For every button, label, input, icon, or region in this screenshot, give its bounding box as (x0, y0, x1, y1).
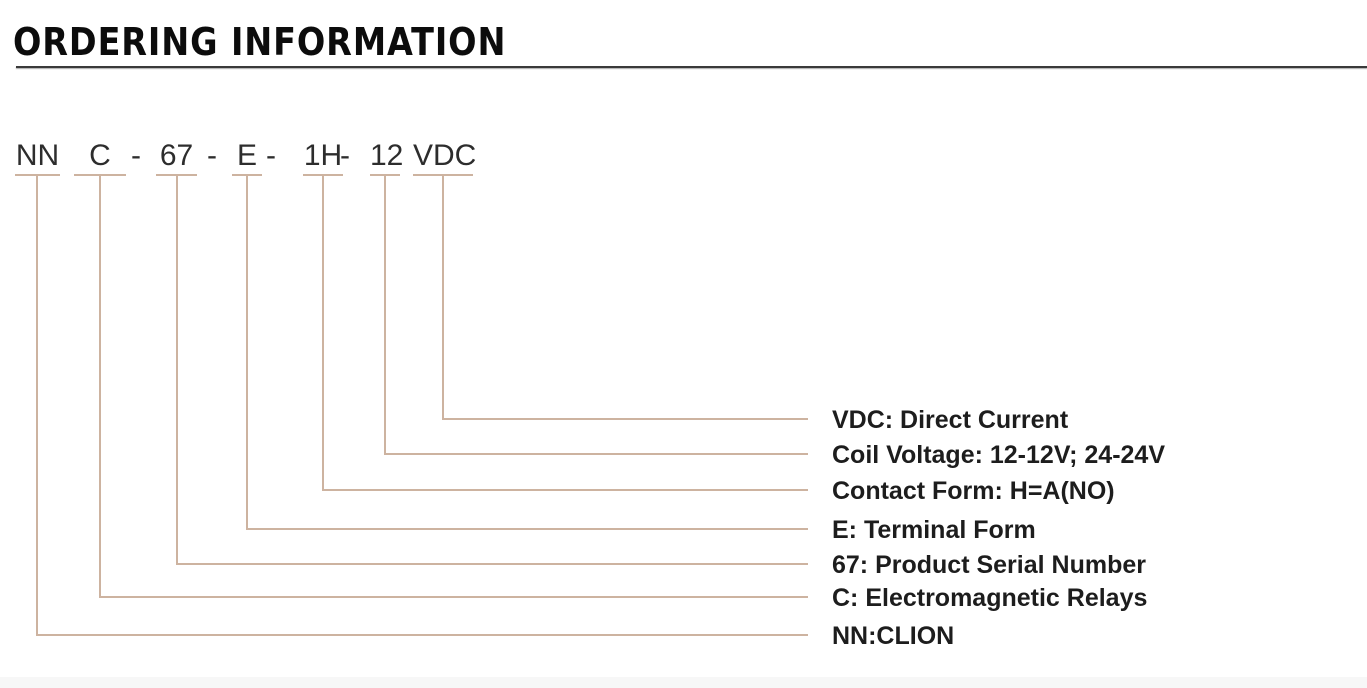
code-underline-1h (303, 174, 343, 176)
leader-line-12 (384, 176, 808, 455)
page-bottom-strip (0, 677, 1367, 688)
leader-line-1h (322, 176, 808, 491)
leader-line-vdc (442, 176, 808, 420)
code-segment-c: C (89, 139, 111, 172)
separator-dash: - (131, 139, 141, 172)
code-segment-1h: 1H (303, 139, 343, 172)
code-underline-nn (15, 174, 60, 176)
code-underline-12 (370, 174, 400, 176)
page-title: ORDERING INFORMATION (13, 20, 507, 64)
code-underline-67 (156, 174, 197, 176)
separator-dash: - (207, 139, 217, 172)
code-description-67: 67: Product Serial Number (832, 551, 1146, 579)
separator-dash: - (340, 139, 350, 172)
code-segment-12: 12 (370, 139, 404, 172)
leader-line-c (99, 176, 808, 598)
code-underline-vdc (413, 174, 473, 176)
code-description-e: E: Terminal Form (832, 516, 1036, 544)
code-underline-c (74, 174, 126, 176)
leader-line-e (246, 176, 808, 530)
leader-line-nn (36, 176, 808, 636)
code-description-1h: Contact Form: H=A(NO) (832, 477, 1115, 505)
title-divider (16, 66, 1367, 68)
code-description-12: Coil Voltage: 12-12V; 24-24V (832, 441, 1165, 469)
code-description-nn: NN:CLION (832, 622, 955, 650)
code-segment-e: E (236, 139, 257, 172)
code-segment-nn: NN (15, 139, 60, 172)
code-segment-67: 67 (159, 139, 194, 172)
code-description-vdc: VDC: Direct Current (832, 406, 1069, 434)
code-segment-vdc: VDC (413, 139, 477, 172)
separator-dash: - (266, 139, 276, 172)
leader-line-67 (176, 176, 808, 565)
code-description-c: C: Electromagnetic Relays (832, 584, 1148, 612)
code-underline-e (232, 174, 262, 176)
